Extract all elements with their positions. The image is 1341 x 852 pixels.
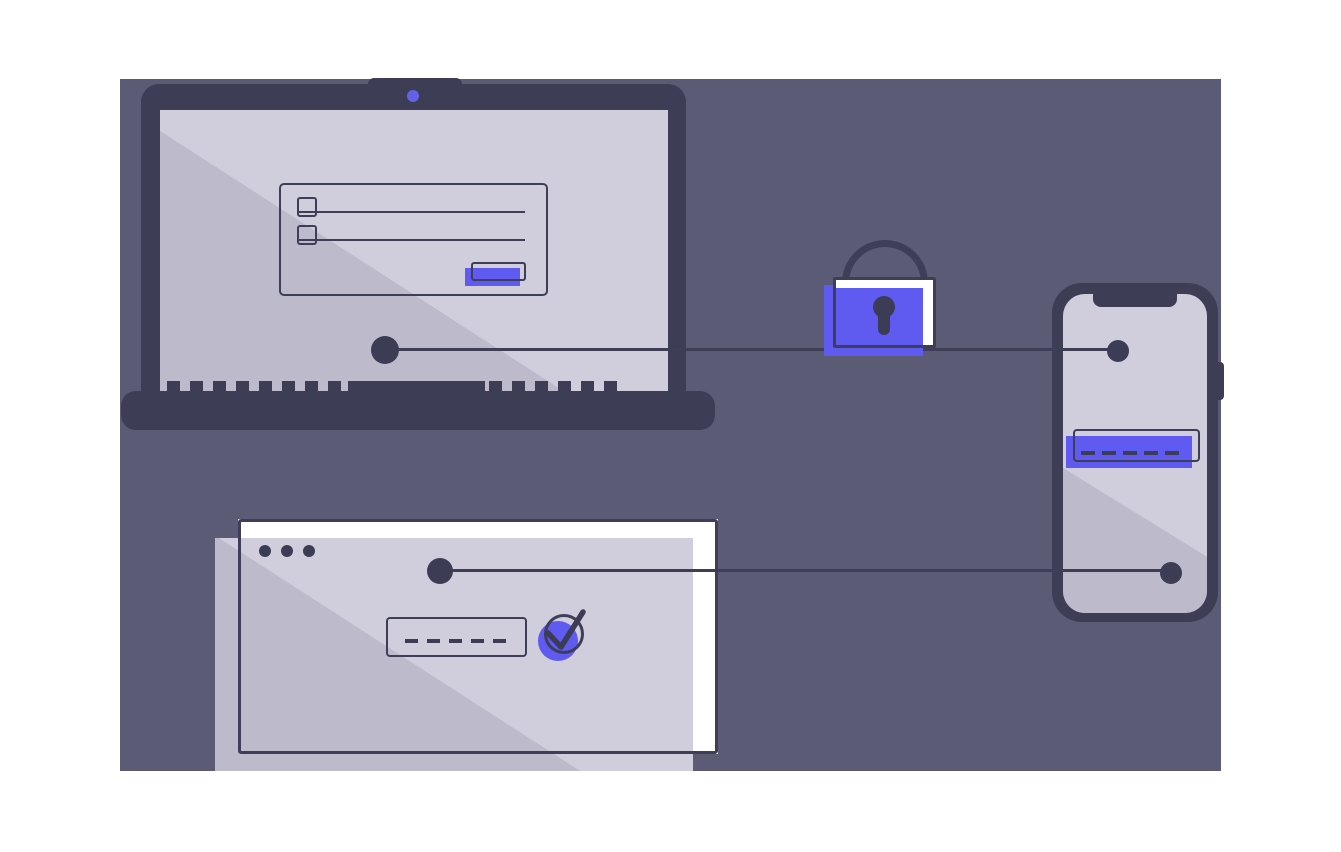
titlebar-dot — [281, 545, 293, 557]
dash — [1102, 451, 1116, 455]
laptop-keyboard-solid-key — [348, 381, 485, 392]
checkmark-icon — [545, 609, 586, 650]
phone-notch — [1093, 294, 1177, 307]
browser-password-field — [386, 617, 527, 657]
webcam-dot-icon — [407, 90, 419, 102]
connector-node-phone-top — [1107, 340, 1129, 362]
connector-node-phone-bottom — [1160, 562, 1182, 584]
phone-passcode-dashes — [1081, 451, 1179, 455]
connector-browser-to-phone — [440, 569, 1171, 572]
submit-button-fill — [465, 268, 520, 286]
phone-passcode-field — [1073, 429, 1200, 462]
connector-node-browser — [427, 558, 453, 584]
form-row — [297, 225, 525, 245]
dash — [471, 639, 484, 643]
dash — [493, 639, 506, 643]
titlebar-dot — [259, 545, 271, 557]
form-row — [297, 197, 525, 217]
login-form-panel — [279, 183, 548, 296]
connector-node-laptop — [371, 336, 399, 364]
browser-window-border — [238, 519, 718, 754]
dash — [427, 639, 440, 643]
keyhole-icon — [873, 296, 895, 318]
phone-side-button — [1216, 362, 1224, 400]
laptop-base — [121, 391, 715, 430]
dash — [1123, 451, 1137, 455]
submit-button-outline — [471, 262, 526, 281]
dash — [1081, 451, 1095, 455]
dash — [449, 639, 462, 643]
dash — [405, 639, 418, 643]
titlebar-dot — [303, 545, 315, 557]
browser-content-area — [215, 538, 693, 771]
connector-laptop-to-phone — [385, 348, 1118, 351]
login-form-rows — [297, 197, 525, 245]
browser-titlebar-dots — [259, 545, 315, 557]
browser-password-dashes — [405, 639, 506, 643]
dash — [1144, 451, 1158, 455]
dash — [1165, 451, 1179, 455]
